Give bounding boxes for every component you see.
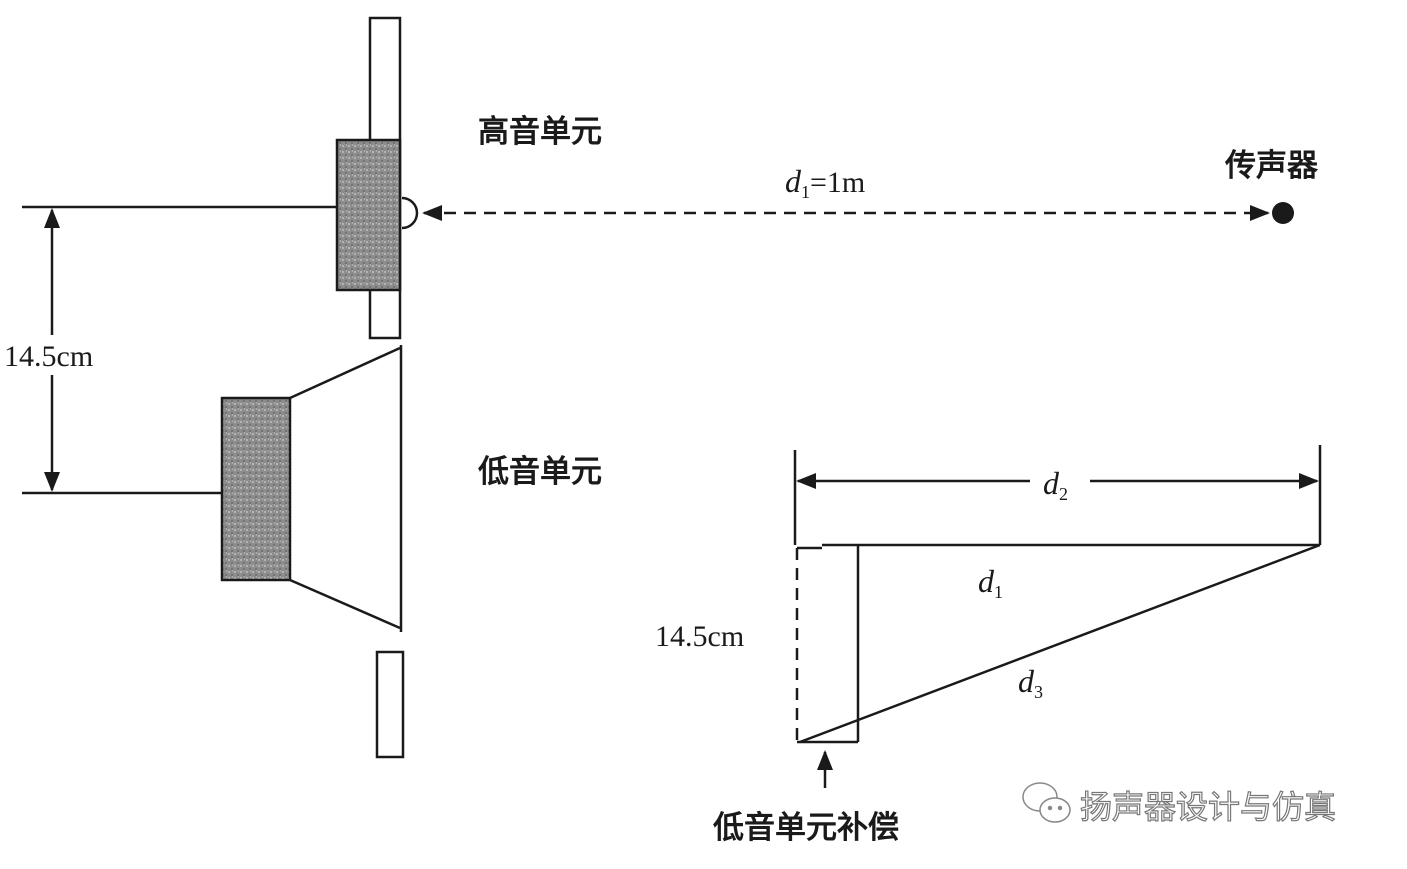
watermark-text: 扬声器设计与仿真 — [1080, 788, 1336, 826]
speaker-cross-section: 14.5cm — [0, 16, 419, 759]
tweeter-label: 高音单元 — [478, 114, 602, 150]
d3-label: d3 — [1018, 663, 1043, 702]
spacing-label-left: 14.5cm — [4, 340, 93, 373]
woofer-cone-bottom — [289, 578, 401, 630]
watermark: 扬声器设计与仿真 — [1022, 782, 1337, 827]
tweeter-dome — [401, 196, 419, 230]
woofer-label: 低音单元 — [477, 454, 602, 490]
spacing-label-right: 14.5cm — [655, 620, 744, 653]
tweeter-magnet — [335, 138, 402, 292]
d1-label: d1 — [978, 563, 1003, 602]
microphone-dot — [1272, 202, 1294, 224]
woofer-compensation-label: 低音单元补偿 — [712, 810, 899, 846]
baffle-lower — [375, 650, 405, 759]
microphone-label: 传声器 — [1224, 148, 1319, 184]
woofer-magnet — [220, 396, 292, 582]
woofer-cone-top — [289, 346, 401, 400]
distance-d1-label: d1=1m — [785, 163, 865, 202]
d3-hypotenuse — [799, 543, 1321, 744]
wechat-icon — [1022, 782, 1071, 823]
d2-label: d2 — [1043, 465, 1068, 504]
compensation-geometry: d2 d1 d3 14.5cm 低音单元补偿 — [655, 445, 1322, 846]
